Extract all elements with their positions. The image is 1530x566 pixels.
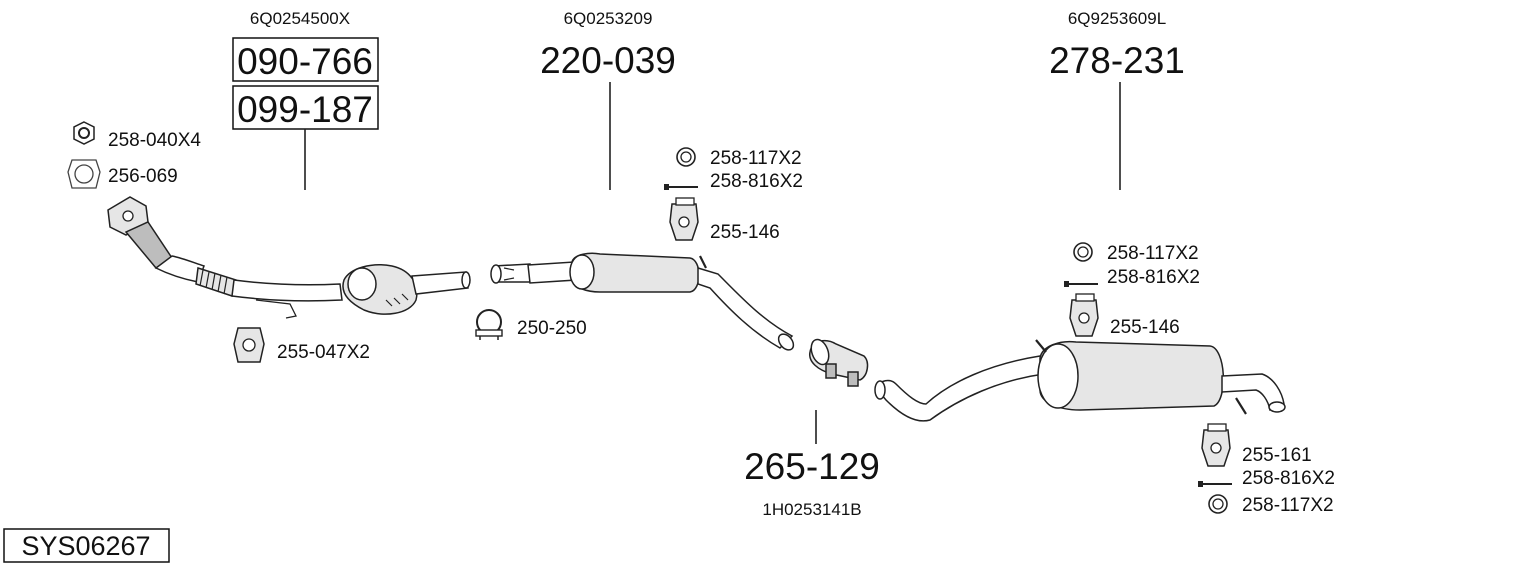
- front-hanger-label: 255-047X2: [277, 342, 370, 363]
- middle-oem-number: 6Q0253209: [564, 9, 653, 28]
- rear-silencer-drawing[interactable]: [874, 339, 1286, 422]
- mid-bolt-icon[interactable]: [664, 184, 698, 190]
- rear-bolt-label: 258-816X2: [1107, 267, 1200, 288]
- system-code-box: SYS06267: [3, 528, 170, 563]
- mid-ring-label: 258-117X2: [710, 148, 802, 169]
- clamp-icon[interactable]: [475, 309, 503, 340]
- connector-part-number[interactable]: 265-129: [744, 446, 880, 487]
- nut-icon[interactable]: [73, 121, 95, 145]
- tail-hanger-icon[interactable]: [1201, 423, 1231, 467]
- rear-ring-label: 258-117X2: [1107, 243, 1199, 264]
- clamp-label: 250-250: [517, 318, 587, 339]
- tail-hanger-label: 255-161: [1242, 445, 1312, 466]
- rear-bolt-icon[interactable]: [1064, 281, 1098, 287]
- rear-hanger-icon[interactable]: [1069, 293, 1099, 337]
- tail-bolt-label: 258-816X2: [1242, 468, 1335, 489]
- catalytic-oem-number: 6Q0254500X: [250, 9, 350, 28]
- middle-silencer-drawing[interactable]: [490, 252, 796, 352]
- catalytic-part-box-1[interactable]: 090-766: [232, 37, 379, 82]
- rear-hanger-label: 255-146: [1110, 317, 1180, 338]
- catalytic-converter-drawing[interactable]: [107, 196, 471, 319]
- gasket-icon[interactable]: [67, 159, 101, 189]
- catalytic-part-number-2: 099-187: [237, 89, 373, 130]
- middle-part-number[interactable]: 220-039: [540, 40, 676, 81]
- catalytic-part-box-2[interactable]: 099-187: [232, 85, 379, 130]
- nut-label: 258-040X4: [108, 130, 201, 151]
- mid-bolt-label: 258-816X2: [710, 171, 803, 192]
- rear-oem-number: 6Q9253609L: [1068, 9, 1166, 28]
- tail-ring-label: 258-117X2: [1242, 495, 1334, 516]
- tail-ring-icon[interactable]: [1208, 494, 1228, 514]
- tail-bolt-icon[interactable]: [1198, 481, 1232, 487]
- connector-oem-number: 1H0253141B: [762, 500, 861, 519]
- rear-ring-icon[interactable]: [1073, 242, 1093, 262]
- mid-ring-icon[interactable]: [676, 147, 696, 167]
- system-code: SYS06267: [21, 531, 150, 561]
- mid-hanger-icon[interactable]: [669, 197, 699, 241]
- front-hanger-icon[interactable]: [233, 327, 265, 363]
- gasket-label: 256-069: [108, 166, 178, 187]
- mid-hanger-label: 255-146: [710, 222, 780, 243]
- rear-part-number[interactable]: 278-231: [1049, 40, 1185, 81]
- connector-sleeve-drawing[interactable]: [808, 337, 869, 387]
- catalytic-part-number-1: 090-766: [237, 41, 373, 82]
